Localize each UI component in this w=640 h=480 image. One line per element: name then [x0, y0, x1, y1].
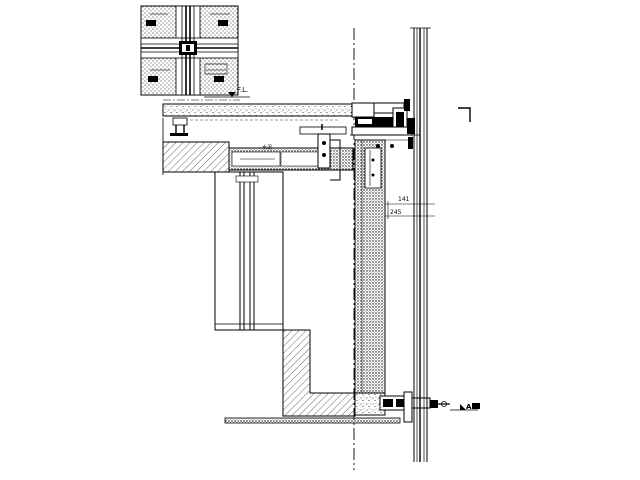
beam-note: 水泥 — [262, 144, 272, 151]
lower-floor-line — [224, 417, 401, 424]
lower-sill-profile — [379, 391, 450, 423]
panel-anchor — [364, 147, 382, 189]
floor-level-marker: F.L. — [204, 86, 250, 98]
glass-mullion — [410, 27, 431, 462]
section-tag: A — [450, 403, 480, 411]
floor-level-label: F.L. — [237, 86, 248, 94]
section-corner-mark — [458, 107, 471, 122]
lower-concrete-upstand — [273, 329, 356, 417]
dimension-141: 141 — [398, 196, 410, 203]
dimension-245: 245 — [390, 209, 402, 216]
grid-axis-lines — [163, 28, 355, 470]
upper-transom-profile — [350, 99, 420, 149]
section-tag-label: A — [466, 403, 472, 411]
steel-beam — [214, 171, 284, 331]
joint-detail-inset — [140, 5, 239, 96]
steel-bracket — [299, 124, 347, 181]
dimension-lines: 141 245 — [385, 196, 435, 219]
